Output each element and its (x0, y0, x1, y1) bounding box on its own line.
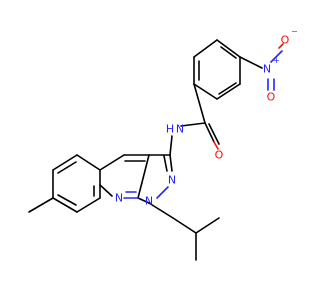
nitro-oxygen-double-label: O (267, 91, 276, 104)
bond (52, 197, 78, 213)
bond (195, 217, 220, 234)
bond (216, 39, 241, 58)
pyridine-nitrogen-label: N (115, 192, 123, 205)
bond (163, 155, 168, 172)
nitro-oxygen-single-label: O (281, 34, 290, 47)
bond (57, 194, 77, 206)
amide-nitrogen-label: N (176, 123, 184, 136)
bond (137, 197, 150, 204)
bond (278, 43, 284, 49)
bond (208, 123, 220, 145)
bond (76, 197, 101, 213)
bond (28, 197, 54, 213)
bond (193, 83, 218, 100)
bond (169, 154, 173, 172)
bond (239, 56, 263, 69)
amide-hydrogen-label: H (166, 123, 174, 136)
nitro-nitrogen-charge: + (273, 56, 280, 65)
bond (99, 154, 125, 171)
bond (52, 154, 78, 171)
bond (76, 154, 101, 171)
bond (137, 154, 150, 199)
pyrazole-n2-label: N (168, 174, 176, 187)
structure-canvas: N + O − O O N H N N N (28, 27, 298, 261)
bond (213, 141, 219, 150)
bond (148, 202, 174, 219)
bond (193, 83, 206, 124)
bonds (28, 39, 284, 261)
bond (156, 186, 169, 199)
amide-oxygen-label: O (215, 149, 224, 162)
bond (180, 122, 206, 127)
bond (218, 82, 237, 95)
molecule-diagram: N + O − O O N H N N N (28, 27, 298, 261)
bond (169, 135, 173, 156)
bond (216, 83, 241, 100)
bond (99, 184, 113, 197)
nitro-oxygen-single-charge: − (291, 27, 298, 36)
bond (204, 122, 215, 143)
bond (172, 217, 197, 234)
bond (193, 39, 218, 58)
atom-labels: N + O − O O N H N N N (115, 27, 298, 208)
bond (220, 46, 237, 59)
bond (270, 50, 283, 63)
nitro-nitrogen-label: N (263, 63, 271, 76)
bond (57, 161, 77, 174)
pyrazole-n1-label: N (145, 195, 153, 208)
